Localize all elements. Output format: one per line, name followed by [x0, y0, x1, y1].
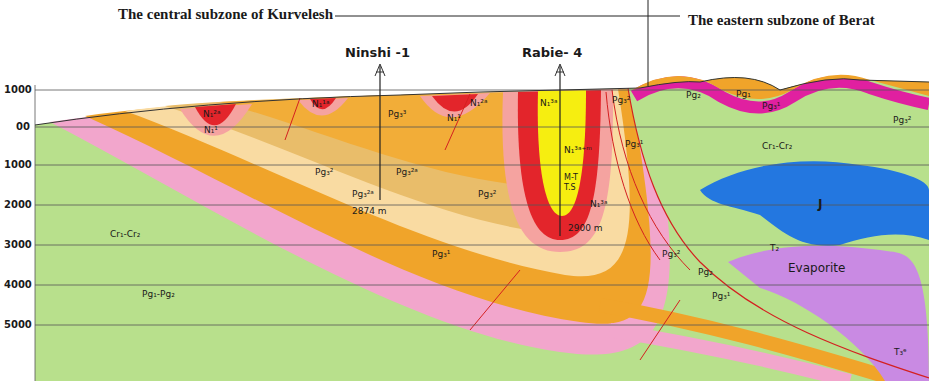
formation-label: Cr₁-Cr₂ — [110, 230, 140, 240]
formation-label: N₁³ᵃ — [590, 200, 607, 210]
formation-label: Pg₃¹ — [762, 102, 780, 112]
formation-label: Pg₁ — [736, 90, 751, 100]
depth-tick: 1000 — [4, 159, 32, 170]
formation-label: Pg₃² — [893, 116, 911, 126]
depth-value: 2874 m — [352, 207, 387, 217]
depth-tick: 3000 — [4, 239, 32, 250]
depth-tick: 5000 — [4, 319, 32, 330]
depth-tick: 2000 — [4, 199, 32, 210]
formation-label: N₁¹ — [204, 126, 218, 136]
subzone-heading: The central subzone of Kurvelesh — [118, 6, 333, 23]
formation-label: Pg₃¹ — [432, 250, 450, 260]
subzone-heading: The eastern subzone of Berat — [688, 12, 875, 29]
formation-label: Evaporite — [788, 262, 845, 275]
formation-label: Pg₃² — [478, 190, 496, 200]
formation-label: Pg₂ — [686, 91, 701, 101]
formation-label: N₁¹ᵃ — [312, 100, 329, 110]
formation-label: Pg₂ — [698, 268, 713, 278]
formation-label: Pg₃² — [315, 168, 333, 178]
well-name: Rabie- 4 — [522, 46, 582, 60]
depth-tick: 4000 — [4, 279, 32, 290]
formation-label: T₃ᵉ — [894, 348, 907, 358]
formation-label: N₁³ᵃ — [540, 99, 557, 109]
formation-label: N₁³ᵃ⁺ᵐ — [564, 146, 592, 156]
formation-label: Pg₃¹ — [625, 140, 643, 150]
formation-label: N₁²ᵃ — [470, 99, 487, 109]
formation-label: Pg₁-Pg₂ — [142, 290, 175, 300]
depth-tick: 1000 — [4, 84, 32, 95]
depth-value: 2900 m — [568, 224, 603, 234]
well-name: Ninshi -1 — [345, 46, 410, 60]
formation-label: Pg₃³ — [388, 110, 406, 120]
formation-label: T₂ — [770, 244, 779, 254]
formation-label: Pg₃²ᵃ — [352, 190, 374, 200]
formation-label: M-T — [564, 174, 578, 183]
formation-label: Pg₃² — [612, 96, 630, 106]
depth-tick: 00 — [16, 121, 30, 132]
formation-label: Pg₃¹ — [712, 292, 730, 302]
formation-label: N₁²ᵃ — [203, 110, 220, 120]
formation-label: Pg₃² — [662, 250, 680, 260]
formation-label: T.S — [564, 184, 576, 193]
formation-label: N₁¹ — [447, 114, 461, 124]
formation-label: J — [818, 198, 822, 211]
formation-label: Pg₃²ᵃ — [396, 168, 418, 178]
formation-label: Cr₁-Cr₂ — [762, 142, 792, 152]
